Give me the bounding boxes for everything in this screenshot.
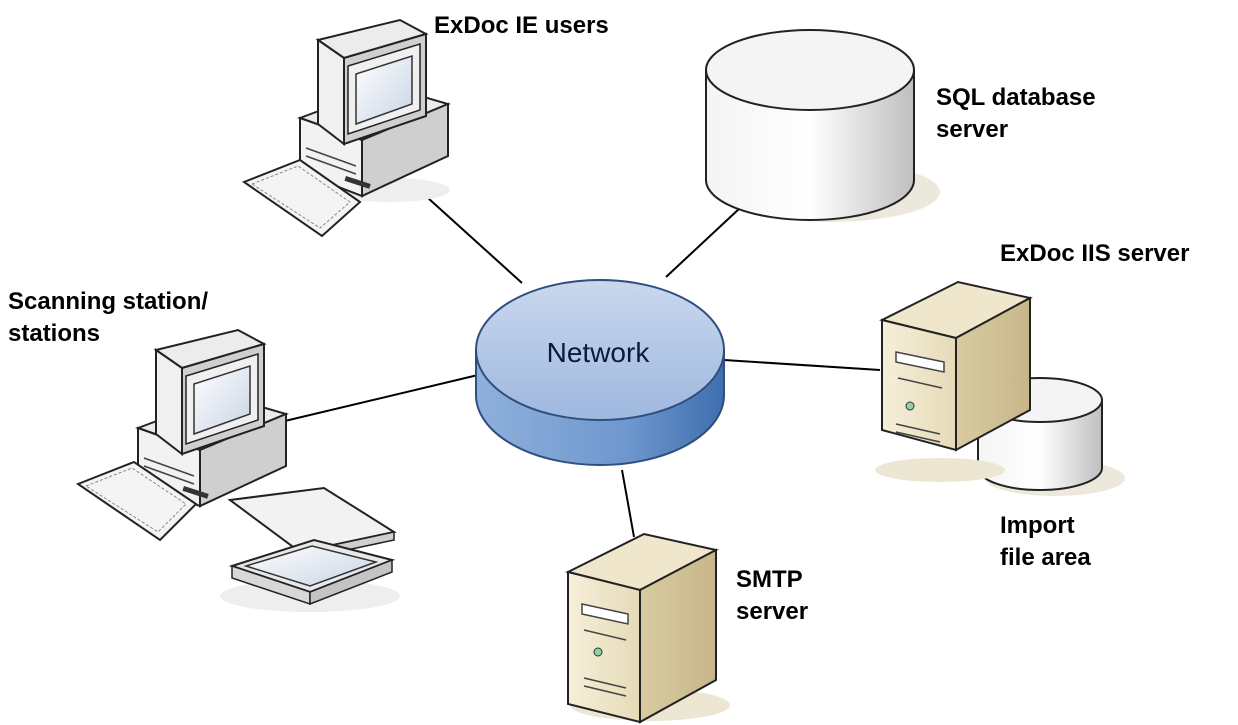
sql-server-label-line2: server [936, 116, 1009, 143]
link-smtp-server [621, 469, 635, 538]
iis-server-tower [875, 280, 1033, 482]
scanning-station-label-line1: Scanning station/ [8, 288, 209, 315]
smtp-server-label: SMTP server [736, 564, 808, 628]
import-file-area-label-line1: Import [1000, 512, 1075, 539]
smtp-server-label-line2: server [736, 598, 809, 625]
sql-server-label-line1: SQL database [936, 84, 1096, 111]
smtp-server-label-line1: SMTP [736, 566, 803, 593]
network-label: Network [547, 337, 651, 368]
scanning-station-label: Scanning station/ stations [8, 286, 208, 350]
ie-users-label: ExDoc IE users [434, 12, 609, 39]
smtp-server-tower [565, 532, 730, 724]
sql-database-cylinder [705, 29, 940, 222]
iis-server-label: ExDoc IIS server [1000, 240, 1190, 267]
link-sql-server [665, 207, 741, 278]
scanning-station-workstation [75, 328, 400, 612]
connection-lines [267, 197, 881, 538]
link-ie-users [427, 197, 523, 284]
network-cylinder: Network [475, 279, 725, 466]
ie-users-workstation [241, 18, 451, 238]
scanning-station-label-line2: stations [8, 320, 101, 347]
link-iis-server [723, 359, 881, 371]
sql-server-label: SQL database server [936, 82, 1096, 146]
link-scanning [267, 374, 479, 426]
import-file-area-label-line2: file area [1000, 544, 1091, 571]
import-file-area-label: Import file area [1000, 510, 1091, 574]
